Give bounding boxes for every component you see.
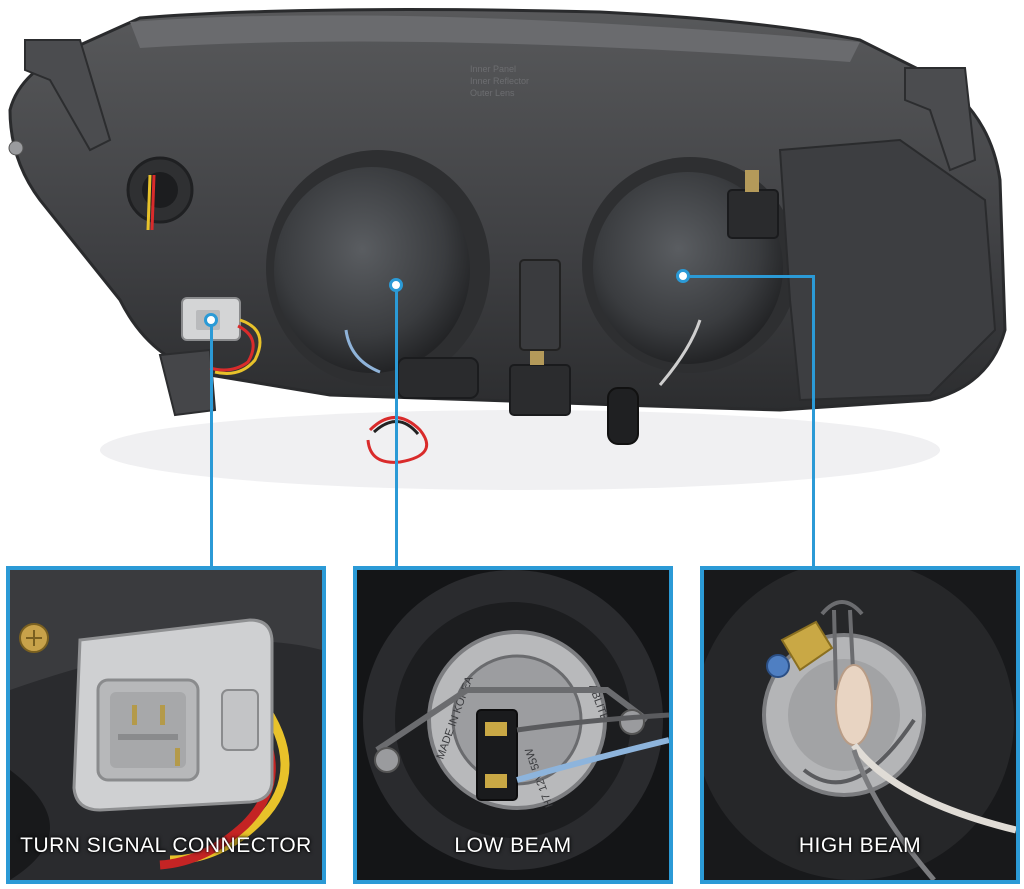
screw-icon: [766, 654, 790, 678]
mounting-tab-bottom: [158, 348, 217, 417]
panel-caption-turn-signal: TURN SIGNAL CONNECTOR: [20, 834, 312, 857]
headlight-rear-photo: Inner Panel Inner Reflector Outer Lens: [8, 8, 1007, 490]
connector-photo: [10, 570, 322, 880]
svg-text:Inner Reflector: Inner Reflector: [470, 76, 529, 86]
callout-line-low-beam: [395, 288, 398, 568]
callout-line-high-beam-v: [812, 275, 815, 568]
svg-text:Outer Lens: Outer Lens: [470, 88, 515, 98]
callout-line-high-beam-h: [690, 275, 814, 278]
low-beam-bulb-photo: ABLITE H7 12V 55W MADE IN KOREA: [357, 570, 669, 880]
floor-reflection: [100, 410, 940, 490]
panel-caption-high-beam: HIGH BEAM: [798, 834, 922, 857]
low-beam-dust-cap: [266, 150, 490, 399]
panel-turn-signal-connector: TURN SIGNAL CONNECTOR: [6, 566, 326, 884]
center-connector: [509, 364, 571, 416]
panel-low-beam: ABLITE H7 12V 55W MADE IN KOREA LOW BEAM: [353, 566, 673, 884]
housing-emboss: Inner Panel Inner Reflector Outer Lens: [470, 64, 529, 98]
housing-right-side: [778, 138, 997, 402]
screw-icon: [374, 747, 400, 773]
callout-line-turn-signal: [210, 324, 213, 568]
leveler-connector: [727, 189, 779, 239]
callout-dot-turn-signal: [204, 313, 218, 327]
callout-dot-high-beam: [676, 269, 690, 283]
panel-high-beam: HIGH BEAM: [700, 566, 1020, 884]
high-beam-bulb-photo: [704, 570, 1016, 880]
mounting-tab-left: [24, 39, 112, 152]
mounting-tab-right: [904, 67, 977, 172]
screw-icon: [8, 140, 24, 156]
callout-dot-low-beam: [389, 278, 403, 292]
svg-text:Inner Panel: Inner Panel: [470, 64, 516, 74]
panel-caption-low-beam: LOW BEAM: [454, 834, 572, 857]
housing-rim: [130, 15, 860, 63]
